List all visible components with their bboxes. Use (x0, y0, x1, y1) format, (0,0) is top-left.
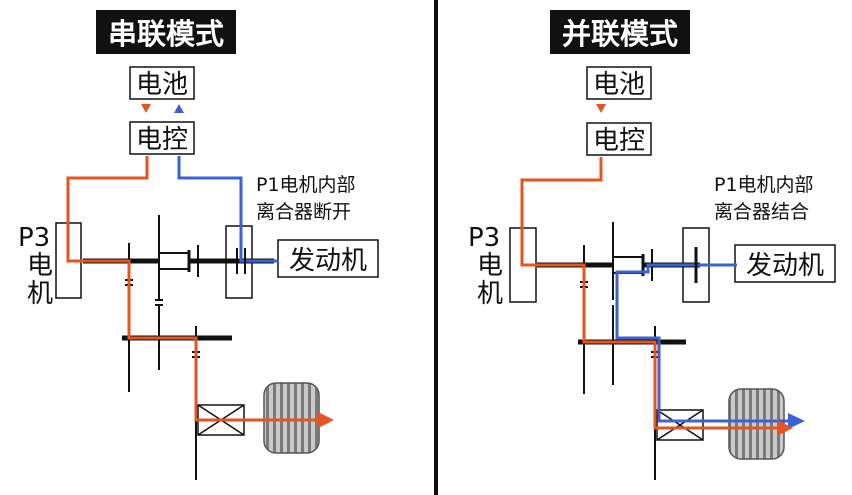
output-arrow-icon (318, 412, 334, 428)
electric-drive-flow (66, 156, 321, 422)
p3-motor-code: P3 (468, 223, 500, 253)
p3-motor-char2: 机 (27, 279, 53, 309)
clutch-note-line1: P1电机内部 (714, 174, 814, 196)
clutch-note-line2: 离合器结合 (714, 201, 809, 223)
discharge-arrow-icon (596, 104, 606, 113)
parallel-title: 并联模式 (562, 17, 678, 51)
electric-drive-flow (520, 157, 778, 430)
clutch-note-line2: 离合器断开 (256, 201, 351, 223)
controller-box (586, 122, 652, 156)
controller-label: 电控 (593, 126, 645, 156)
controller-label: 电控 (136, 125, 188, 155)
series-title-box (96, 10, 236, 54)
battery-box (586, 66, 652, 100)
engine-label: 发动机 (289, 246, 367, 276)
series-title: 串联模式 (108, 17, 224, 51)
p3-motor-code: P3 (18, 223, 50, 253)
engine-output-arrow-icon (788, 413, 805, 429)
wheel-icon (263, 382, 320, 454)
engine-label: 发动机 (746, 251, 824, 281)
electric-output-arrow-icon (777, 420, 793, 436)
engine-drive-flow (615, 263, 790, 423)
battery-label: 电池 (136, 70, 188, 100)
parallel-title-box (550, 10, 690, 54)
battery-box (129, 66, 195, 100)
p3-motor-char1: 电 (477, 251, 503, 281)
parallel-panel: 并联模式 电池 电控 P3 电 机 P1电机内部 离合器结合 发动机 (468, 10, 836, 480)
discharge-arrow-icon (141, 104, 151, 113)
battery-label: 电池 (593, 70, 645, 100)
p3-motor-char2: 机 (477, 279, 503, 309)
charge-arrow-icon (174, 104, 184, 113)
wheel-icon (728, 388, 785, 460)
series-panel: 串联模式 电池 电控 P3 电 机 P1电机内部 离合器断开 发动机 (18, 10, 379, 480)
clutch-note-line1: P1电机内部 (256, 174, 356, 196)
controller-box (129, 121, 195, 155)
engine-generation-flow (177, 156, 279, 263)
p3-motor-char1: 电 (27, 251, 53, 281)
clutch-housing (158, 252, 190, 270)
engine-box (277, 239, 379, 278)
